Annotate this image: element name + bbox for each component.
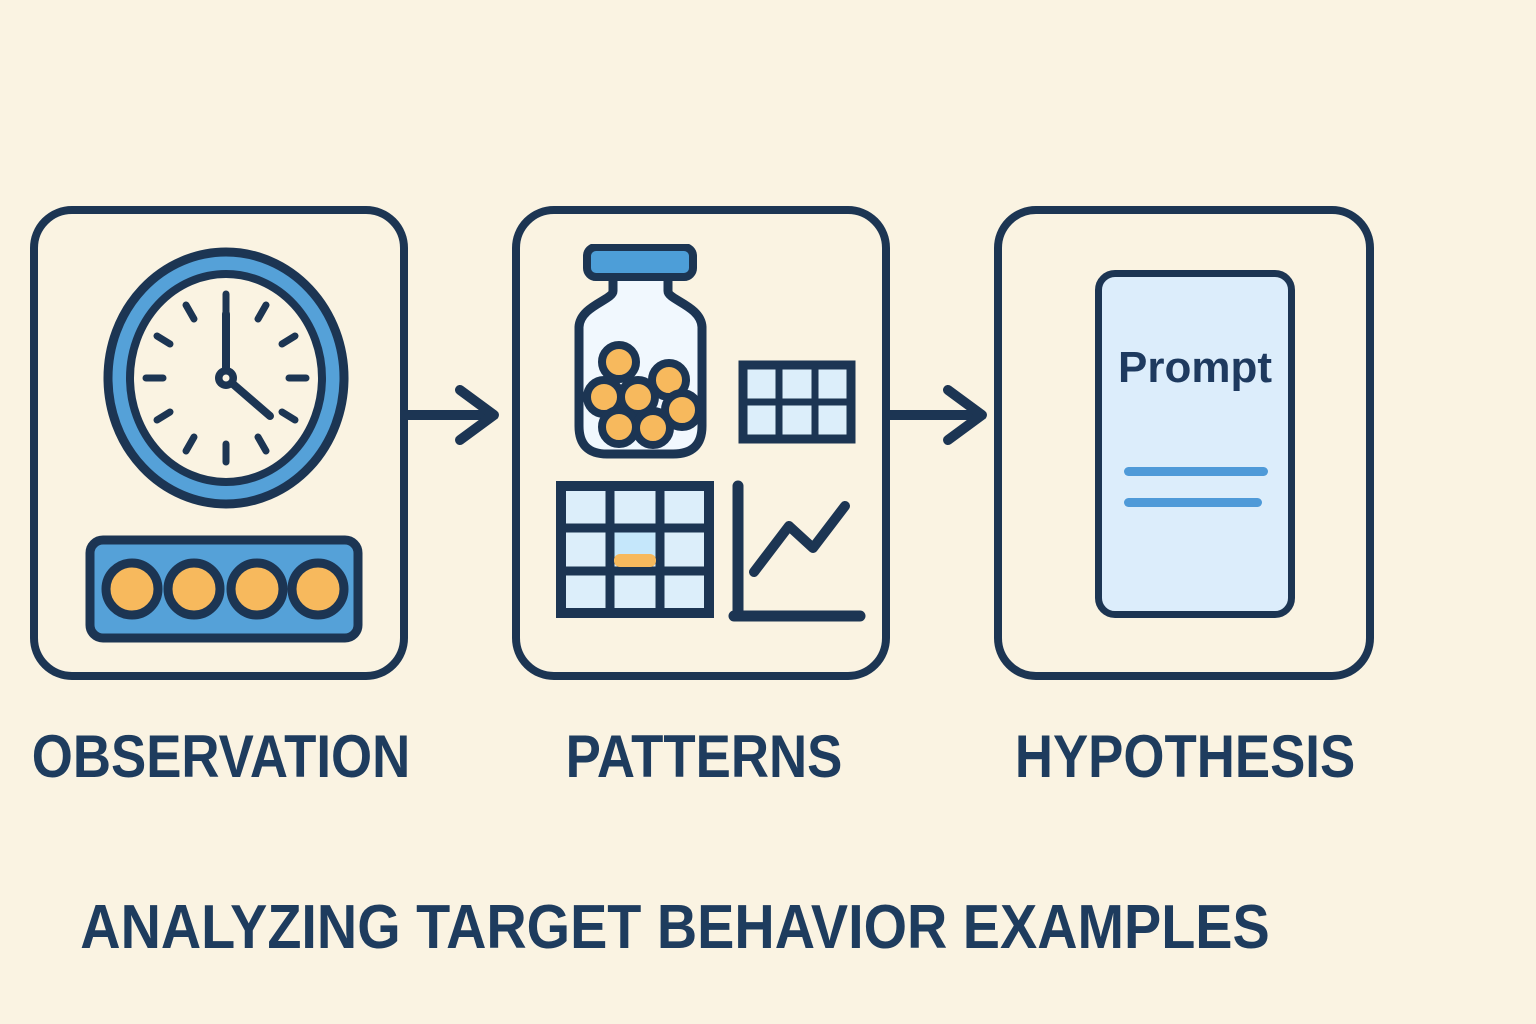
hypothesis-label: HYPOTHESIS bbox=[1014, 723, 1356, 790]
arrow-right-icon bbox=[885, 385, 987, 445]
clock-icon bbox=[103, 247, 349, 509]
prompt-text-line bbox=[1124, 467, 1268, 476]
patterns-label: PATTERNS bbox=[565, 723, 843, 790]
arrow-right-icon bbox=[402, 385, 499, 445]
prompt-text-line bbox=[1124, 498, 1262, 507]
jar-cap bbox=[583, 244, 697, 281]
observation-box bbox=[30, 206, 408, 680]
hypothesis-box: Prompt bbox=[994, 206, 1374, 680]
observation-label: OBSERVATION bbox=[31, 723, 411, 790]
indicator-dots-icon bbox=[85, 535, 363, 643]
clock-ticks bbox=[142, 290, 310, 466]
small-table-icon bbox=[738, 360, 856, 444]
jar-dots bbox=[583, 341, 703, 449]
highlighted-bar bbox=[614, 554, 656, 567]
prompt-card: Prompt bbox=[1095, 270, 1295, 618]
patterns-box bbox=[512, 206, 890, 680]
prompt-card-title: Prompt bbox=[1118, 343, 1272, 392]
line-chart-icon bbox=[728, 480, 866, 622]
large-table-icon bbox=[556, 481, 714, 618]
trend-line bbox=[749, 501, 850, 577]
diagram-caption: ANALYZING TARGET BEHAVIOR EXAMPLES bbox=[80, 893, 1270, 962]
jar-of-samples-icon bbox=[574, 244, 707, 459]
